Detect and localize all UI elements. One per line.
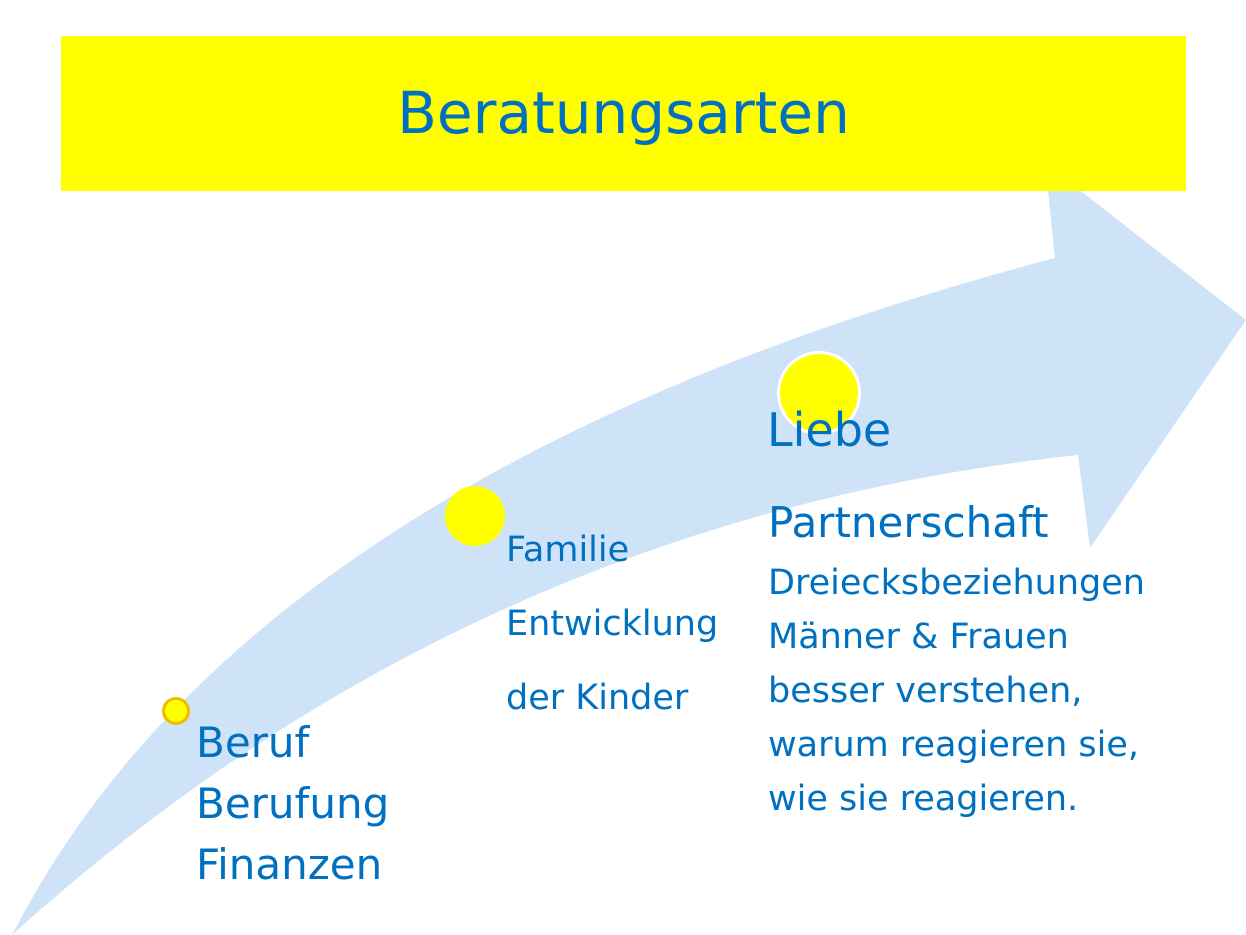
stage-liebe-detail-line: Dreiecksbeziehungen — [768, 563, 1145, 603]
stage-familie-line: der Kinder — [506, 678, 689, 718]
stage-beruf-text: Beruf Berufung Finanzen — [196, 712, 389, 895]
stage-liebe-heading: Liebe — [767, 403, 892, 457]
stage-familie-text: Familie Entwicklung der Kinder — [506, 513, 718, 735]
title-banner — [61, 36, 1186, 191]
stage-beruf-line: Berufung — [196, 779, 390, 828]
stage-liebe-details: Dreiecksbeziehungen Männer & Frauen bess… — [768, 556, 1145, 826]
stage-marker-beruf — [162, 697, 190, 725]
stage-marker-familie — [445, 486, 505, 546]
stage-liebe-subheading: Partnerschaft — [768, 498, 1049, 547]
stage-beruf-line: Finanzen — [196, 840, 383, 889]
stage-familie-line: Entwicklung — [506, 604, 719, 644]
diagram-title: Beratungsarten — [397, 79, 850, 147]
stage-marker-liebe — [777, 351, 861, 435]
stage-liebe-detail-line: wie sie reagieren. — [768, 779, 1079, 819]
stage-liebe-detail-line: besser verstehen, — [768, 671, 1083, 711]
stage-beruf-line: Beruf — [196, 718, 310, 767]
growth-arrow-shape — [12, 163, 1246, 935]
stage-liebe-detail-line: Männer & Frauen — [768, 617, 1069, 657]
stage-familie-line: Familie — [506, 530, 630, 570]
stage-liebe-detail-line: warum reagieren sie, — [768, 725, 1140, 765]
